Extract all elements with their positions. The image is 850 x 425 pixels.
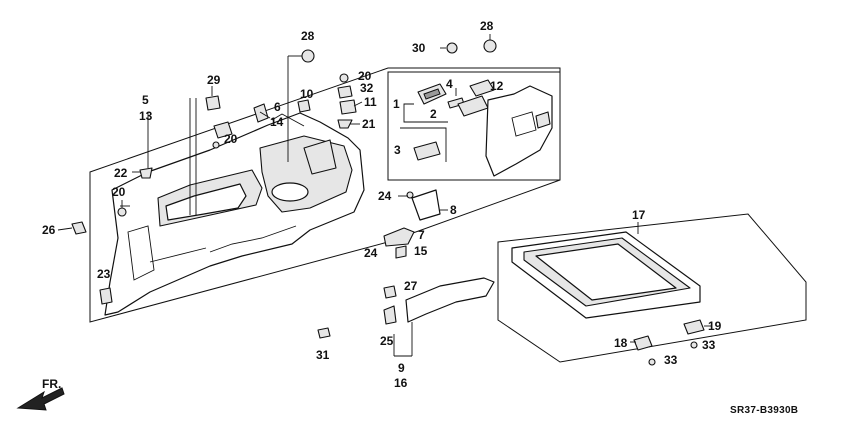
callout-30: 30 [412,41,426,55]
front-direction-arrow-icon [16,387,65,411]
callout-28-left: 28 [301,29,315,43]
callout-32: 32 [360,81,374,95]
bolt-29-icon [205,86,221,111]
diagram-code: SR37-B3930B [730,405,798,416]
inset-part-3-icon [413,141,441,161]
tray-frame [497,213,807,363]
leader-11 [353,101,363,107]
bolt-20-left-icon [117,200,127,217]
callout-5: 5 [142,93,149,107]
clip-20-mid-icon [212,121,233,149]
clip-26-icon [57,221,87,235]
bolt-31-icon [317,327,331,339]
callout-20-mid: 20 [224,132,238,146]
inset-bracket-1 [403,103,448,123]
callout-3: 3 [394,143,401,157]
callout-12: 12 [490,79,504,93]
bolt-28-right-icon [483,34,497,53]
callout-1: 1 [393,97,400,111]
callout-33-left: 33 [664,353,678,367]
callout-13: 13 [139,109,153,123]
cover-8-icon [406,189,441,221]
clip-10-icon [297,99,311,113]
leader-14 [259,111,271,119]
callout-20-top: 20 [358,69,372,83]
quarter-trim-panel [104,98,365,316]
inset-part-1-icon [417,83,447,105]
callout-21: 21 [362,117,376,131]
callout-8: 8 [450,203,457,217]
inset-bracket [400,127,447,162]
pad-7-icon [383,227,415,259]
callout-33-right: 33 [702,338,716,352]
callout-4: 4 [446,77,453,91]
callout-18: 18 [614,336,628,350]
clip-22-icon [139,167,153,179]
callout-10: 10 [300,87,314,101]
front-direction-label: FR. [42,377,61,391]
clip-18-icon [633,335,656,366]
clip-stack-icon [337,73,357,129]
callout-25: 25 [380,334,394,348]
bolt-28-left-icon [287,49,315,162]
callout-2: 2 [430,107,437,121]
callout-24-lower: 24 [364,246,378,260]
callout-28-right: 28 [480,19,494,33]
callout-16: 16 [394,376,408,390]
callout-7: 7 [418,228,425,242]
callout-23: 23 [97,267,111,281]
inset-part-12-icon [457,79,495,117]
callout-27: 27 [404,279,418,293]
callout-9: 9 [398,361,405,375]
callout-31: 31 [316,348,330,362]
wheel-arch-trim [383,277,495,325]
callout-24-upper: 24 [378,189,392,203]
cargo-tray [511,231,701,319]
inset-rect [387,71,561,181]
callout-22: 22 [114,166,128,180]
callout-29: 29 [207,73,221,87]
bolt-30-icon [440,42,458,54]
callout-17: 17 [632,208,646,222]
callout-6: 6 [274,100,281,114]
callout-11: 11 [364,95,377,109]
callout-15: 15 [414,244,428,258]
callout-26: 26 [42,223,56,237]
inset-side-panel [485,85,553,177]
callout-20-left: 20 [112,185,126,199]
clip-19-icon [683,319,705,349]
callout-19: 19 [708,319,722,333]
clip-23-icon [99,287,113,305]
callout-14: 14 [270,115,284,129]
